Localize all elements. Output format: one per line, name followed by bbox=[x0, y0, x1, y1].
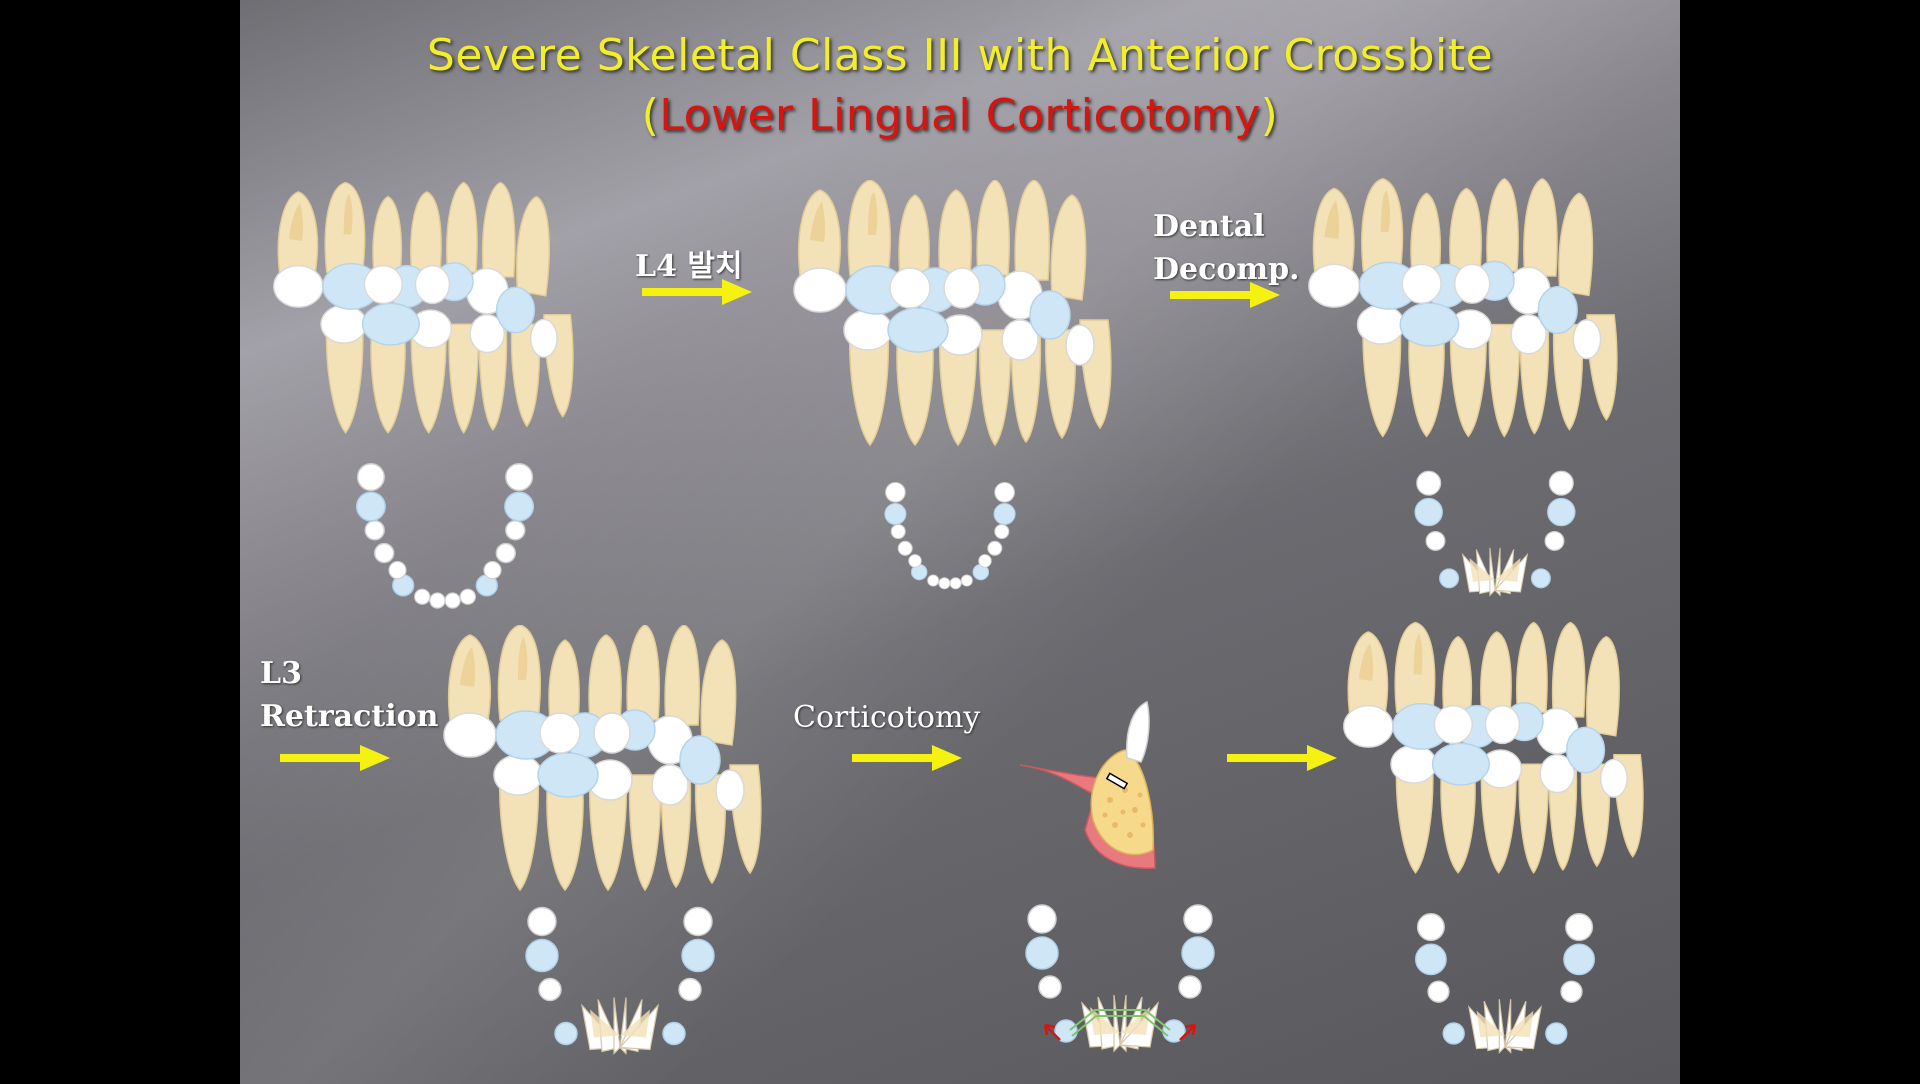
arch-final-icon bbox=[1410, 905, 1600, 1065]
arrow-right-icon bbox=[280, 743, 390, 773]
dentition-final-icon bbox=[1340, 620, 1680, 880]
step-label-dental-line2: Decomp. bbox=[1153, 252, 1300, 287]
step-label-dental-line1: Dental bbox=[1153, 209, 1265, 244]
dentition-retraction-icon bbox=[440, 625, 800, 895]
arrow-right-icon bbox=[642, 277, 752, 307]
dentition-decompensation-icon bbox=[1305, 175, 1655, 445]
step-label-l4-extraction: L4 발치 bbox=[635, 249, 743, 284]
arch-retraction-icon bbox=[520, 905, 720, 1060]
arch-decompensation-icon bbox=[1410, 460, 1580, 610]
dentition-initial-icon bbox=[270, 180, 610, 440]
arch-after-extraction-icon bbox=[880, 460, 1020, 610]
arrow-right-icon bbox=[1170, 280, 1280, 310]
step-label-l3-line2: Retraction bbox=[260, 699, 439, 734]
subtitle-close-paren: ) bbox=[1260, 90, 1279, 141]
slide-subtitle: (Lower Lingual Corticotomy) bbox=[240, 90, 1680, 141]
corticotomy-cross-section-icon bbox=[1019, 700, 1156, 869]
slide-canvas: Severe Skeletal Class III with Anterior … bbox=[240, 0, 1680, 1084]
arch-initial-icon bbox=[350, 460, 540, 610]
arrow-right-icon bbox=[852, 743, 962, 773]
subtitle-red-text: Lower Lingual Corticotomy bbox=[659, 90, 1261, 141]
slide-title: Severe Skeletal Class III with Anterior … bbox=[426, 30, 1494, 81]
dentition-after-extraction-icon bbox=[790, 180, 1150, 450]
step-label-l3-line1: L3 bbox=[260, 656, 302, 691]
arch-corticotomy-icon bbox=[1025, 904, 1215, 1052]
arrow-right-icon bbox=[1227, 743, 1337, 773]
step-label-corticotomy: Corticotomy bbox=[793, 700, 981, 735]
subtitle-open-paren: ( bbox=[641, 90, 660, 141]
